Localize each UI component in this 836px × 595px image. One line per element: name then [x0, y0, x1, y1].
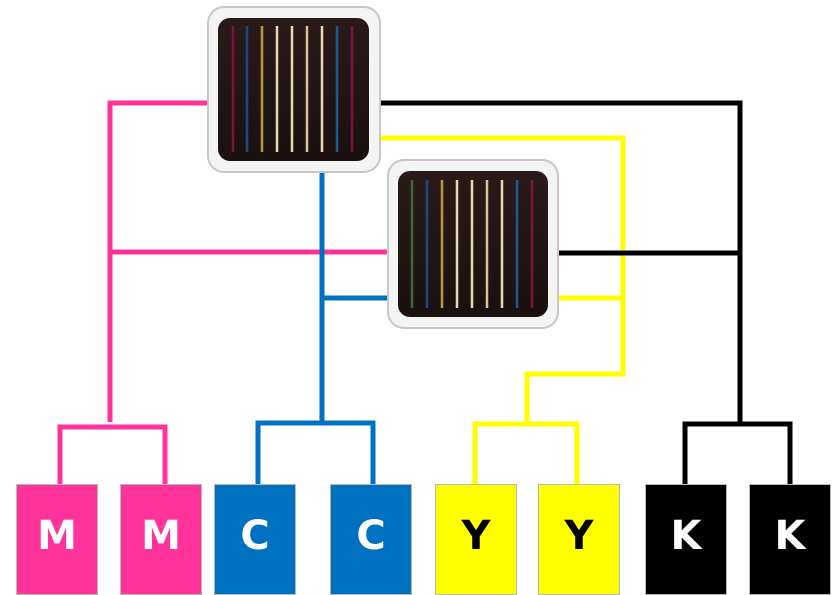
tank-magenta-2: M [120, 484, 202, 595]
yellow-tank-bracket [472, 421, 580, 484]
black-lines [380, 100, 793, 484]
printhead-1-nozzles [231, 26, 354, 152]
tank-black-1: K [645, 484, 727, 595]
tank-label: M [141, 513, 181, 559]
black-line-main [380, 100, 743, 424]
tank-label: M [37, 513, 77, 559]
tank-label: K [774, 513, 806, 559]
printhead-2 [387, 159, 559, 329]
tank-black-2: K [749, 484, 831, 595]
tank-cyan-2: C [330, 484, 412, 595]
magenta-tank-bracket [57, 424, 168, 484]
printhead-2-nozzles [410, 180, 534, 308]
tank-yellow-2: Y [538, 484, 620, 595]
magenta-lines [57, 100, 388, 484]
tank-yellow-1: Y [435, 484, 517, 595]
black-tank-bracket [682, 421, 793, 484]
tank-label: Y [461, 513, 491, 559]
tank-label: Y [564, 513, 594, 559]
tank-label: K [670, 513, 702, 559]
tank-label: C [356, 513, 386, 559]
tank-label: C [240, 513, 270, 559]
yellow-line-main [380, 135, 626, 424]
cyan-lines [255, 170, 388, 484]
yellow-lines [380, 135, 626, 484]
magenta-line-main [107, 100, 208, 422]
cyan-tank-bracket [255, 420, 376, 484]
tank-cyan-1: C [214, 484, 296, 595]
printhead-1 [207, 6, 381, 173]
tank-magenta-1: M [16, 484, 98, 595]
